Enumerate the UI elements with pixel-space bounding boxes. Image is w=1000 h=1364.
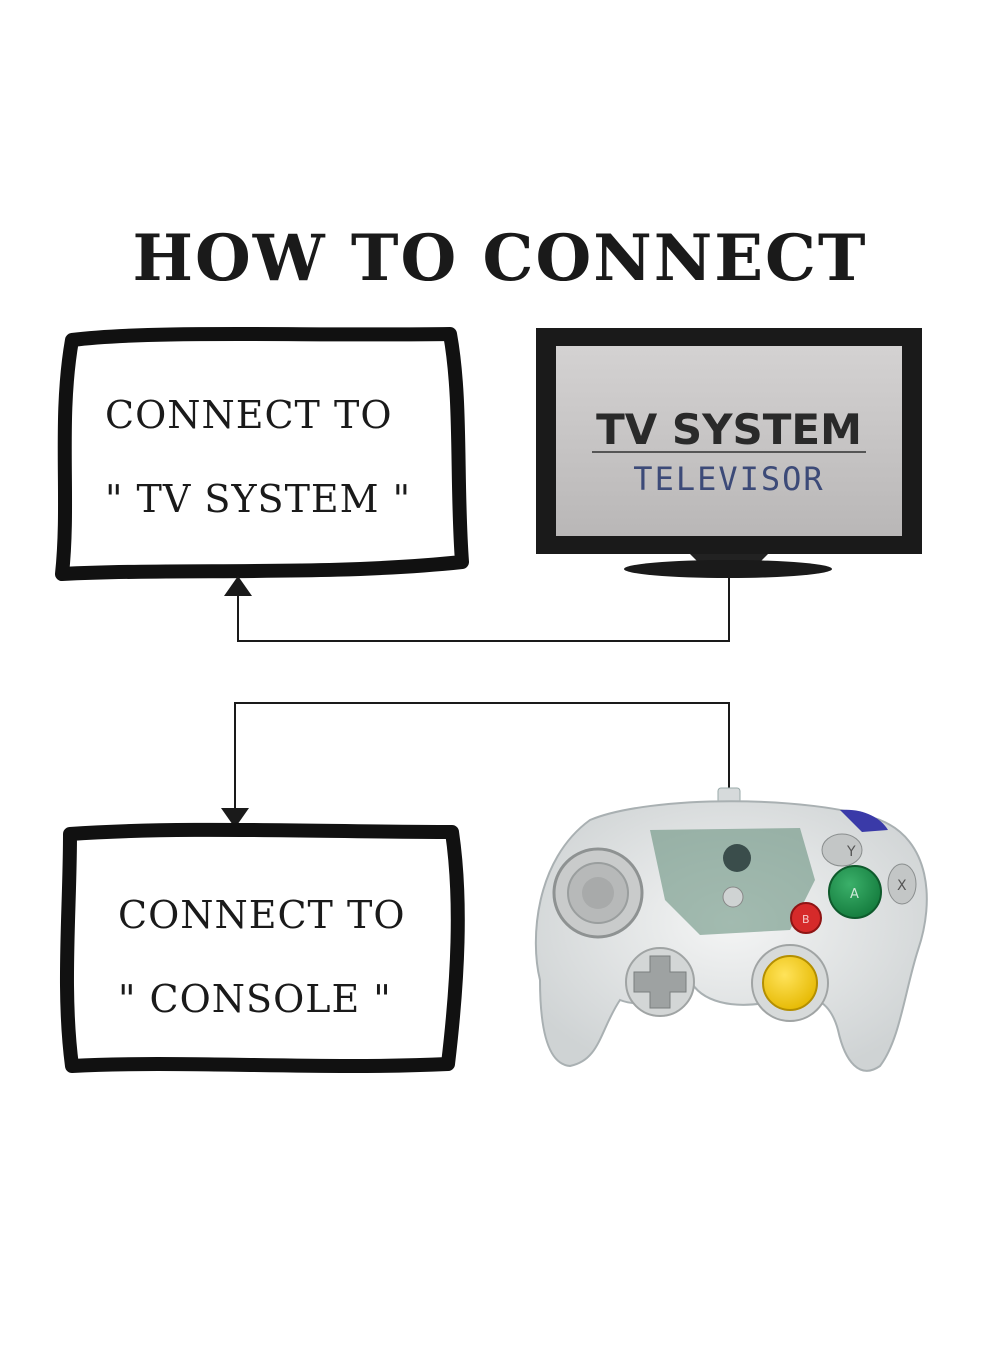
a-button-label: A [850,887,859,902]
start-button [722,886,744,908]
b-button [790,902,822,934]
a-button [828,865,882,919]
controller-chip [723,844,751,872]
tv-stand [624,560,832,578]
top-instruction-box: CONNECT TO " TV SYSTEM " [55,327,469,581]
analog-stick-center [582,877,614,909]
x-button [887,863,917,905]
diagram-title: HOW TO CONNECT [132,221,867,296]
bottom-instruction-box: CONNECT TO " CONSOLE " [59,822,465,1073]
tv-subtitle: TELEVISOR [633,460,824,498]
c-stick [762,955,818,1011]
controller-illustration: Y X A B [534,787,928,1072]
top-box-frame [55,327,469,581]
y-button [821,833,863,867]
bottom-box-frame [59,822,465,1073]
top-box-line1: CONNECT TO [105,393,392,437]
bottom-box-line2: " CONSOLE " [118,977,392,1021]
tv-to-box-arrow [224,576,730,642]
controller-to-box-arrow [221,702,730,828]
bottom-box-line1: CONNECT TO [118,893,405,937]
z-trigger [840,809,888,832]
tv-neck [690,554,768,562]
top-box-line2: " TV SYSTEM " [105,477,411,521]
dpad [633,955,687,1009]
b-button-label: B [802,913,810,926]
x-button-label: X [897,878,907,894]
tv-title: TV SYSTEM [596,405,862,454]
tv-illustration: TV SYSTEM TELEVISOR [536,328,922,578]
controller-circuit-board [650,828,815,935]
tv-screen [556,346,902,536]
y-button-label: Y [846,844,856,860]
